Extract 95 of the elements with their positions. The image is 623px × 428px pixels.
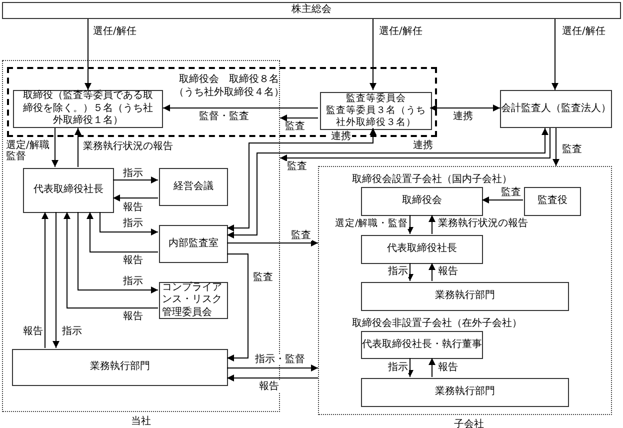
arrow	[428, 262, 436, 282]
org-box	[320, 92, 432, 130]
edge-label: 指示・監督	[254, 354, 306, 365]
box-text: 監査役	[538, 195, 568, 208]
double-arrow	[430, 104, 500, 112]
edge-label: 指示	[122, 168, 144, 179]
edge-label: 指示	[61, 326, 83, 337]
arrow	[226, 254, 248, 362]
org-box	[361, 235, 483, 264]
arrow	[280, 128, 550, 162]
edge-label: 選定/解職監督	[5, 140, 51, 162]
box-text: 会計監査人（監査法人）	[501, 102, 611, 116]
edge-label: 監査	[252, 272, 274, 283]
arrow	[406, 358, 414, 378]
arrow	[78, 212, 158, 294]
arrow	[482, 196, 524, 204]
org-box	[159, 225, 228, 263]
arrow	[112, 194, 158, 202]
edge-label: 監査	[500, 187, 522, 198]
org-box	[23, 168, 114, 213]
box-text: 代表取締役社長・執行董事	[362, 338, 482, 352]
section-heading: 取締役会非設置子会社（在外子会社）	[352, 316, 522, 330]
box-text: コンプライアンス・リスク管理委員会	[162, 282, 223, 320]
edge-label: 報告	[258, 381, 280, 392]
edge-label: 業務執行状況の報告	[82, 141, 174, 152]
arrow	[52, 212, 60, 348]
box-text: 経営会議	[174, 180, 214, 194]
arrow	[406, 214, 414, 234]
edge-label: 選定/解職・監督	[334, 218, 410, 229]
org-box	[500, 90, 612, 128]
box-text: 業務執行部門	[435, 386, 495, 399]
edge-label: 報告	[437, 362, 459, 373]
box-text: 取締役会	[402, 195, 442, 208]
arrow	[226, 240, 318, 246]
box-text: 監査等委員会	[346, 93, 406, 105]
arrow	[406, 262, 414, 282]
edge-label: 報告	[22, 326, 44, 337]
arrow	[100, 212, 158, 236]
arrow	[64, 212, 158, 308]
arrow	[428, 214, 436, 234]
meeting-box	[2, 2, 621, 19]
group-title: 取締役会 取締役８名（うち社外取締役４名）	[174, 73, 284, 99]
arrow	[74, 128, 82, 168]
org-box	[361, 331, 483, 359]
edge-label: 選任/解任	[92, 26, 138, 37]
edge-label: 連携	[330, 131, 352, 142]
edge-label: 指示	[387, 362, 409, 373]
edge-label: 連携	[452, 111, 474, 122]
arrow	[370, 18, 376, 90]
box-text: 取締役（監査等委員である取締役を除く。）５名（うち社外取締役１名）	[22, 90, 154, 128]
edge-label: 指示	[122, 276, 144, 287]
group-title: 当社	[130, 415, 152, 428]
org-box	[361, 282, 569, 311]
edge-label: 監督・監査	[198, 111, 250, 122]
org-box	[361, 187, 483, 216]
arrow	[162, 104, 318, 112]
double-arrow	[226, 128, 548, 238]
edge-label: 監査	[284, 121, 306, 132]
edge-label: 報告	[122, 202, 144, 213]
edge-label: 業務執行状況の報告	[437, 218, 529, 229]
arrow	[52, 128, 58, 168]
edge-label: 報告	[122, 255, 144, 266]
edge-label: 選任/解任	[378, 26, 424, 37]
edge-label: 報告	[122, 311, 144, 322]
box-text: 業務執行部門	[435, 290, 495, 303]
edge-label: 報告	[437, 266, 459, 277]
box-text: 内部監査室	[168, 238, 218, 250]
edge-label: 監査	[286, 161, 308, 172]
org-box	[524, 187, 581, 216]
org-box	[159, 168, 228, 206]
edge-label: 指示	[387, 266, 409, 277]
box-text: 株主総会	[292, 4, 332, 17]
edge-label: 監査	[290, 230, 312, 241]
arrow	[226, 364, 318, 372]
box-text: 代表取締役社長	[34, 184, 104, 197]
arrow	[280, 114, 318, 122]
arrow	[42, 212, 48, 348]
org-box	[12, 349, 228, 386]
box-text: 業務執行部門	[90, 361, 150, 374]
arrow	[226, 374, 318, 382]
edge-label: 連携	[412, 140, 434, 151]
box-subtext: 監査等委員３名（うち社外取締役３名）	[325, 105, 427, 129]
arrow	[552, 18, 558, 90]
edge-label: 監査	[561, 144, 583, 155]
org-box	[361, 378, 569, 407]
arrow	[552, 128, 560, 166]
box-text: 代表取締役社長	[387, 243, 457, 256]
edge-label: 指示	[122, 218, 144, 229]
arrow	[112, 176, 158, 184]
double-arrow	[226, 128, 376, 232]
section-heading: 取締役会設置子会社（国内子会社）	[352, 172, 512, 186]
edge-label: 選任/解任	[561, 26, 606, 37]
arrow	[84, 18, 92, 90]
arrow	[86, 212, 158, 252]
arrow	[428, 358, 436, 378]
